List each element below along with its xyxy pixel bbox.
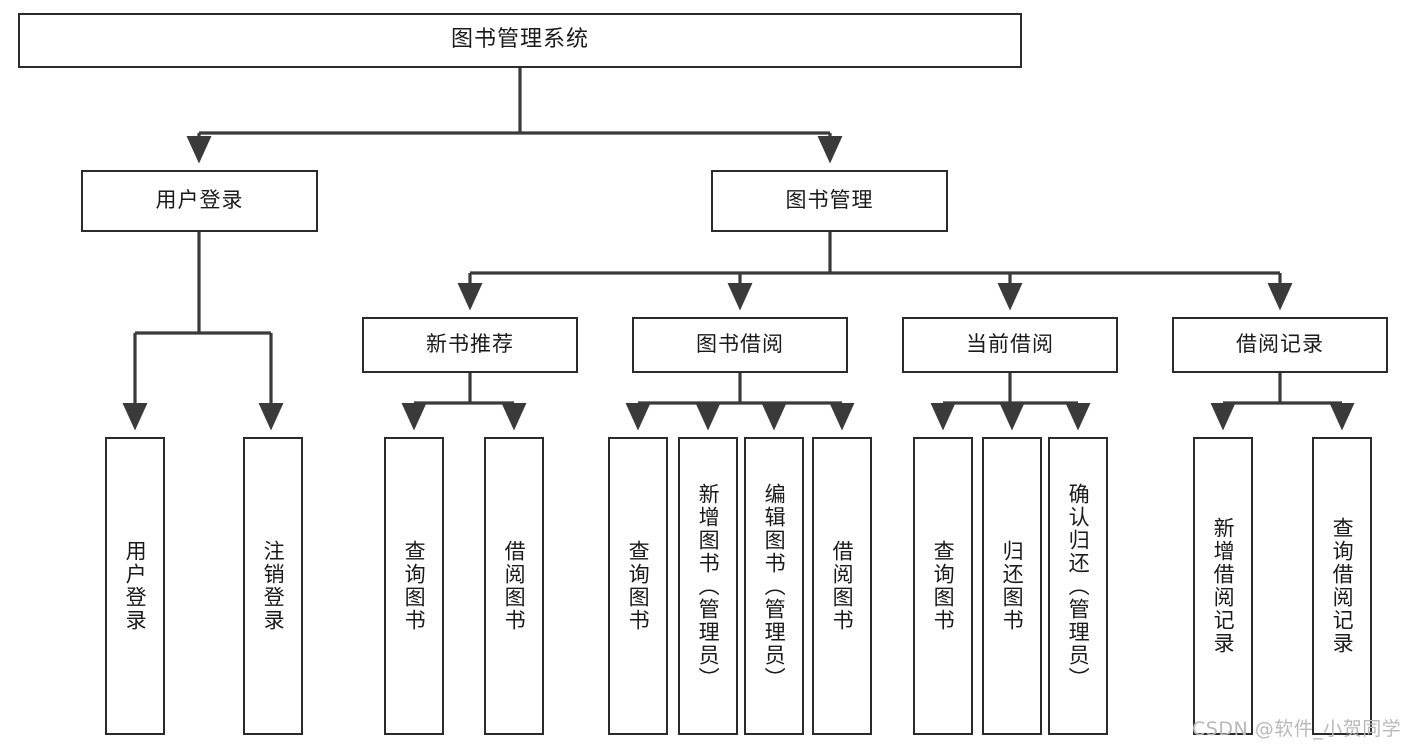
node-new-book-recommend[interactable]: 新书推荐	[362, 317, 578, 373]
node-label: 用户登录	[155, 188, 244, 213]
node-label: 确认归还（管理员）	[1066, 482, 1091, 690]
csdn-watermark: CSDN @软件_小贺同学	[1192, 718, 1402, 740]
leaf-current-borrow-query-book[interactable]: 查询图书	[913, 437, 973, 735]
node-label: 查询图书	[931, 540, 956, 632]
node-book-borrow[interactable]: 图书借阅	[632, 317, 848, 373]
node-label: 借阅记录	[1236, 332, 1324, 357]
leaf-user-login-logout[interactable]: 注销登录	[243, 437, 303, 735]
leaf-book-borrow-edit-book-admin[interactable]: 编辑图书（管理员）	[744, 437, 804, 735]
leaf-user-login-login[interactable]: 用户登录	[105, 437, 165, 735]
node-label: 归还图书	[1000, 540, 1025, 632]
leaf-new-book-query-book[interactable]: 查询图书	[384, 437, 444, 735]
leaf-book-borrow-borrow-book[interactable]: 借阅图书	[812, 437, 872, 735]
leaf-borrow-record-add-record[interactable]: 新增借阅记录	[1193, 437, 1253, 735]
node-label: 查询图书	[402, 540, 427, 632]
node-label: 查询图书	[626, 540, 651, 632]
node-borrow-record[interactable]: 借阅记录	[1172, 317, 1388, 373]
node-label: 借阅图书	[502, 540, 527, 632]
node-current-borrow[interactable]: 当前借阅	[902, 317, 1118, 373]
node-label: 当前借阅	[966, 332, 1054, 357]
node-label: 用户登录	[123, 540, 148, 632]
node-user-login[interactable]: 用户登录	[81, 170, 318, 232]
node-label: 编辑图书（管理员）	[762, 482, 787, 690]
node-label: 查询借阅记录	[1330, 517, 1355, 655]
node-label: 新书推荐	[426, 332, 514, 357]
leaf-borrow-record-query-record[interactable]: 查询借阅记录	[1312, 437, 1372, 735]
leaf-book-borrow-query-book[interactable]: 查询图书	[608, 437, 668, 735]
leaf-new-book-borrow-book[interactable]: 借阅图书	[484, 437, 544, 735]
node-label: 新增借阅记录	[1211, 517, 1236, 655]
node-label: 借阅图书	[830, 540, 855, 632]
node-label: 图书借阅	[696, 332, 784, 357]
leaf-current-borrow-confirm-return-admin[interactable]: 确认归还（管理员）	[1048, 437, 1108, 735]
leaf-current-borrow-return-book[interactable]: 归还图书	[982, 437, 1042, 735]
node-label: 图书管理	[785, 188, 874, 213]
node-label: 图书管理系统	[450, 27, 589, 53]
node-label: 注销登录	[261, 540, 286, 632]
node-label: 新增图书（管理员）	[696, 482, 721, 690]
leaf-book-borrow-add-book-admin[interactable]: 新增图书（管理员）	[678, 437, 738, 735]
node-root-book-management-system[interactable]: 图书管理系统	[18, 13, 1022, 68]
node-book-management[interactable]: 图书管理	[711, 170, 948, 232]
